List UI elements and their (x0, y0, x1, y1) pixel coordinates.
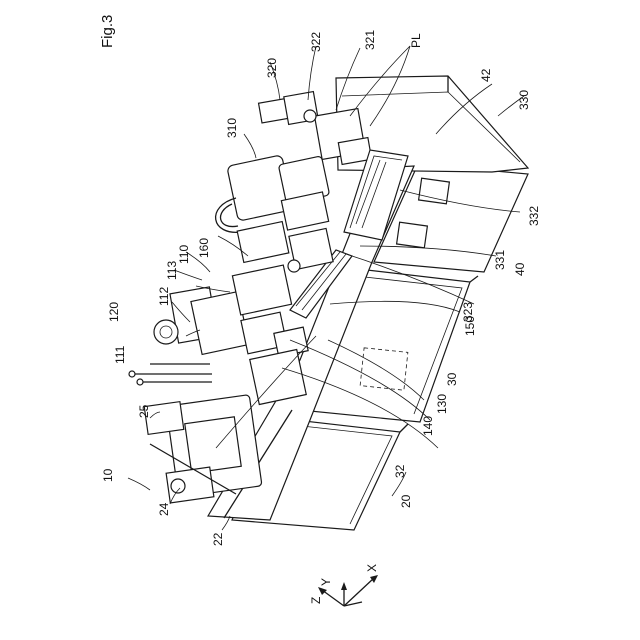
panel-a (419, 178, 450, 204)
label-20: 20 (399, 494, 413, 508)
label-310: 310 (225, 118, 239, 138)
label-24: 24 (157, 502, 171, 516)
label-113: 113 (165, 261, 179, 280)
axis-label-y: Y (319, 578, 333, 586)
label-323: 323 (461, 302, 475, 322)
axis-label-x: X (365, 564, 379, 572)
label-110: 110 (177, 245, 191, 264)
label-25: 25 (137, 404, 151, 418)
label-321: 321 (363, 30, 377, 50)
label-330: 330 (517, 90, 531, 110)
label-40: 40 (513, 262, 527, 276)
label-322: 322 (309, 32, 323, 52)
label-22: 22 (211, 532, 225, 546)
unit-22-25 (144, 395, 262, 503)
label-30: 30 (445, 372, 459, 386)
label-331: 331 (493, 250, 507, 270)
label-111: 111 (113, 345, 127, 364)
panel-b (397, 222, 428, 248)
axis-label-z: Z (309, 597, 323, 604)
figure-title: Fig.3 (99, 15, 116, 48)
label-120: 120 (107, 302, 121, 322)
label-140: 140 (421, 416, 435, 436)
label-160: 160 (197, 238, 211, 258)
y-axis-line (344, 578, 374, 606)
label-pl: PL (409, 33, 423, 48)
label-130: 130 (435, 394, 449, 414)
label-42: 42 (479, 68, 493, 82)
label-112: 112 (157, 287, 171, 306)
label-332: 332 (527, 206, 541, 226)
label-320: 320 (265, 58, 279, 78)
label-10: 10 (101, 468, 115, 482)
label-32: 32 (393, 464, 407, 478)
unit-110 (154, 265, 308, 404)
rods (129, 364, 212, 385)
robot-310 (216, 155, 334, 272)
